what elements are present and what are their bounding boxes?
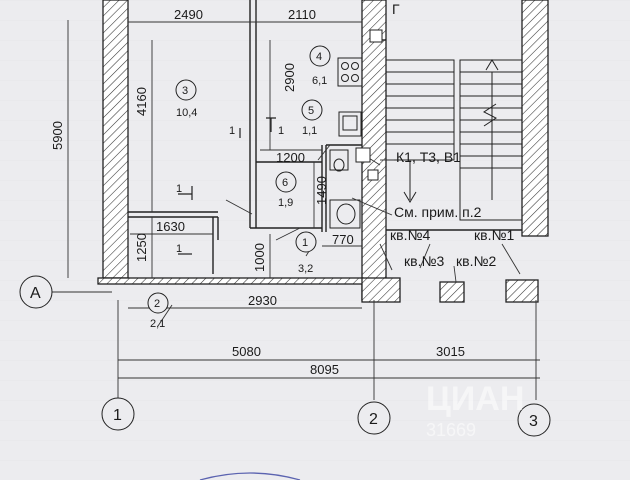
- section-mark: 1: [176, 243, 182, 255]
- risers-label: К1, Т3, В1: [396, 149, 461, 165]
- room-6-bubble: [275, 171, 297, 193]
- room-4-bubble: [309, 45, 331, 67]
- apartment-1-label: кв.№1: [474, 227, 514, 243]
- room-1-number: 1: [302, 237, 308, 249]
- room-6-area: 1,9: [278, 197, 293, 209]
- dim-5080: 5080: [232, 344, 261, 359]
- apartment-2-label: кв.№2: [456, 253, 496, 269]
- watermark-code: 31669: [426, 420, 476, 440]
- axis-a-bubble: [19, 275, 53, 309]
- riser-shaft: [355, 147, 371, 163]
- dim-1250: 1250: [134, 233, 149, 262]
- axis-1-label: 1: [113, 407, 122, 424]
- apartment-4-label: кв.№4: [390, 227, 430, 243]
- dim-4160: 4160: [134, 87, 149, 116]
- gamma-label: Г: [392, 1, 400, 17]
- room-3-bubble: [175, 79, 197, 101]
- column-a: [361, 277, 401, 303]
- partitions: [128, 0, 522, 274]
- room-4-area: 6,1: [312, 75, 327, 87]
- axis-bubbles: [19, 45, 551, 437]
- wall-bottom: [97, 277, 364, 285]
- staircase: [385, 59, 523, 221]
- wall-stairwell-right: [521, 0, 549, 237]
- dim-2930: 2930: [248, 293, 277, 308]
- room-1-area: 3,2: [298, 263, 313, 275]
- stamp-arc: [199, 472, 301, 480]
- dim-1200: 1200: [276, 150, 305, 165]
- room-5-number: 5: [308, 105, 314, 117]
- wall-left: [102, 0, 129, 279]
- section-mark: 1: [229, 125, 235, 137]
- see-note-label: См. прим. п.2: [394, 204, 482, 220]
- stove-icon: [337, 57, 363, 87]
- axis-3-bubble: [517, 403, 551, 437]
- room-2-area: 2,1: [150, 318, 165, 330]
- room-5-bubble: [301, 99, 323, 121]
- section-mark: 1: [176, 183, 182, 195]
- shaft-top: [369, 29, 383, 43]
- column-b: [439, 281, 465, 303]
- dim-2900: 2900: [282, 63, 297, 92]
- watermark-brand: ЦИАН: [426, 380, 524, 418]
- dim-5900: 5900: [50, 121, 65, 150]
- section-mark: 1: [278, 125, 284, 137]
- toilet-icon: [329, 149, 361, 229]
- axis-a-label: A: [30, 285, 41, 302]
- room-5-area: 1,1: [302, 125, 317, 137]
- room-6-number: 6: [282, 177, 288, 189]
- dim-1000: 1000: [252, 243, 267, 272]
- sink-icon: [338, 111, 362, 137]
- room-3-area: 10,4: [176, 107, 197, 119]
- dim-2110: 2110: [288, 7, 316, 22]
- room-1-bubble: [295, 231, 317, 253]
- column-c: [505, 279, 539, 303]
- dim-770: 770: [332, 232, 354, 247]
- axis-2-label: 2: [369, 411, 378, 428]
- section-mark-lines: [178, 117, 276, 255]
- dim-1490: 1490: [314, 176, 329, 205]
- axis-2-bubble: [357, 401, 391, 435]
- room-3-number: 3: [182, 85, 188, 97]
- dimension-lines: [52, 10, 540, 400]
- axis-3-label: 3: [529, 413, 538, 430]
- dim-1630: 1630: [156, 219, 185, 234]
- dim-3015: 3015: [436, 344, 465, 359]
- room-2-number: 2: [154, 298, 160, 310]
- dim-2490: 2490: [174, 7, 203, 22]
- axis-1-bubble: [101, 397, 135, 431]
- room-4-number: 4: [316, 51, 322, 63]
- dim-8095: 8095: [310, 362, 339, 377]
- room-2-bubble: [147, 292, 169, 314]
- riser-shaft-2: [367, 169, 379, 181]
- apartment-3-label: кв.№3: [404, 253, 444, 269]
